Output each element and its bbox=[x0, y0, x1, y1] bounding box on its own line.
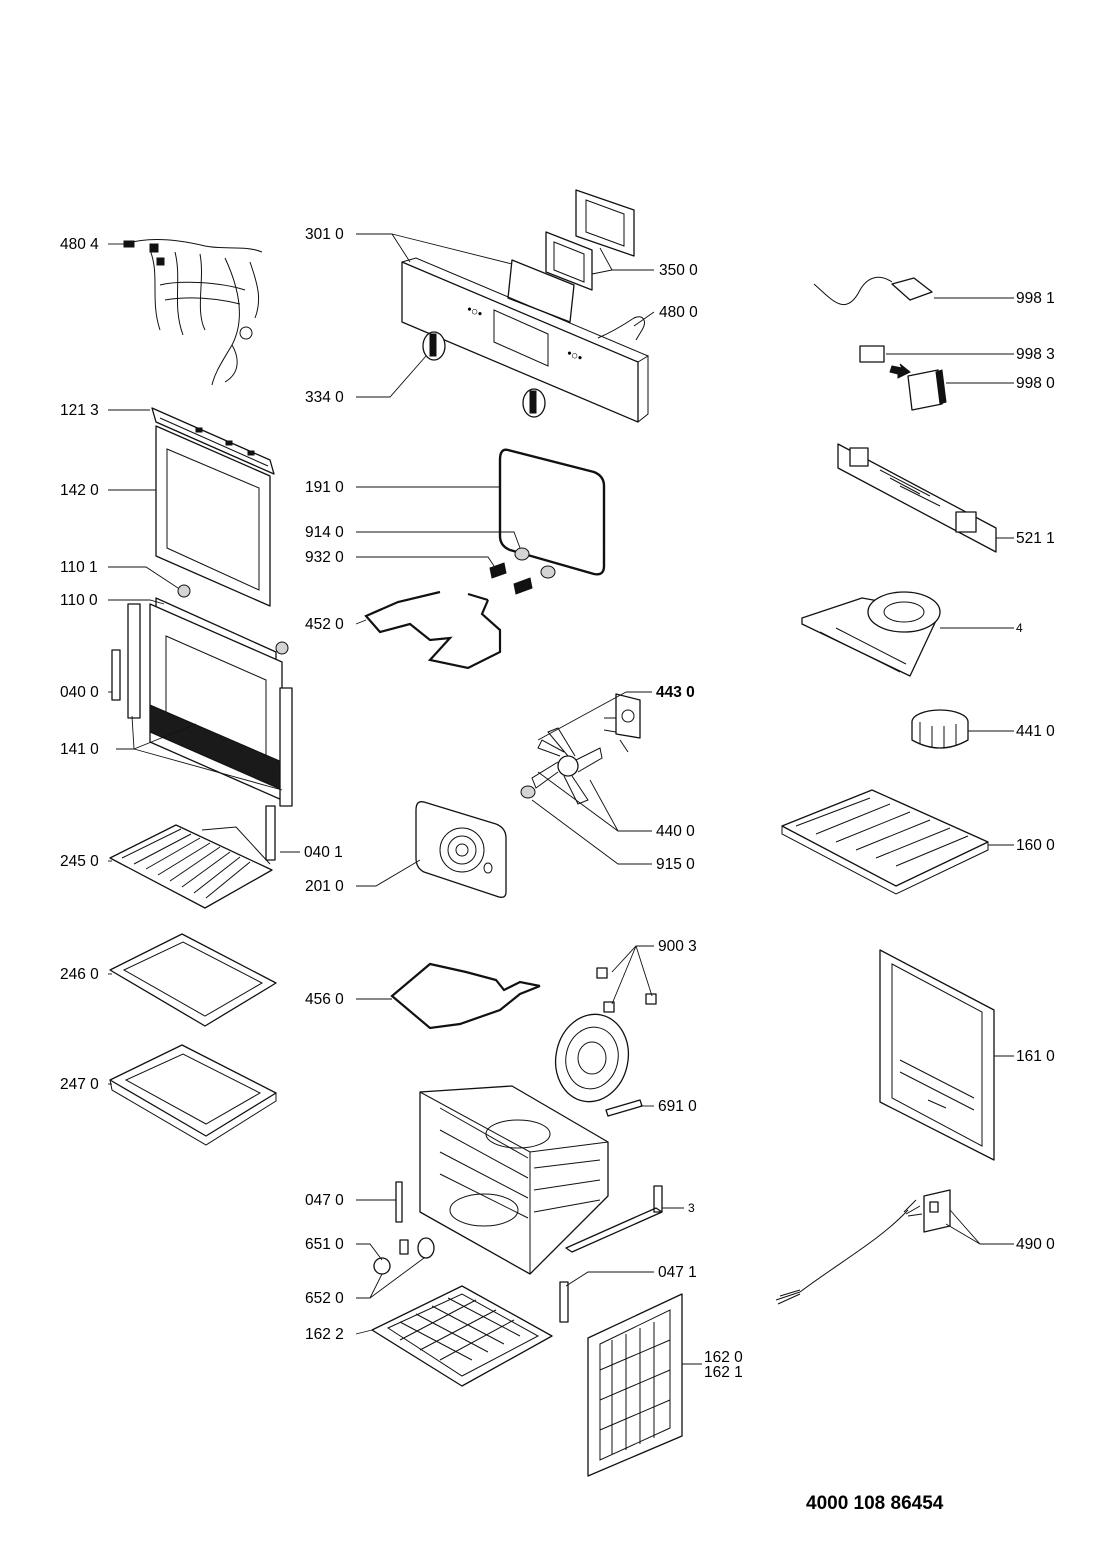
wire-rack-part bbox=[109, 824, 273, 909]
label-301-0: 301 0 bbox=[305, 226, 344, 243]
oven-top-panel-part bbox=[781, 789, 989, 895]
document-number: 4000 108 86454 bbox=[806, 1493, 944, 1514]
oven-cavity-part bbox=[419, 1085, 609, 1275]
oven-side-panel-part bbox=[587, 1293, 683, 1477]
hinge-bush-part-right bbox=[275, 641, 289, 655]
baking-tray-flat-part bbox=[109, 933, 277, 1027]
label-350-0: 350 0 bbox=[659, 262, 698, 279]
svg-text:•○•: •○• bbox=[565, 346, 585, 365]
label-490-0: 490 0 bbox=[1016, 1236, 1055, 1253]
lamp-cover-part-2 bbox=[540, 565, 556, 579]
rating-label-part bbox=[859, 345, 885, 363]
label-191-0: 191 0 bbox=[305, 479, 344, 496]
arrow-icon bbox=[889, 363, 911, 379]
oven-bottom-panel-part bbox=[371, 1285, 553, 1387]
lamp-cover-part bbox=[514, 547, 530, 561]
label-998-3: 998 3 bbox=[1016, 346, 1055, 363]
label-998-1: 998 1 bbox=[1016, 290, 1055, 307]
fan-cover-part bbox=[415, 801, 507, 898]
label-201-0: 201 0 bbox=[305, 878, 344, 895]
label-521-1: 521 1 bbox=[1016, 530, 1055, 547]
label-480-0: 480 0 bbox=[659, 304, 698, 321]
cooling-fan-part bbox=[911, 709, 969, 749]
label-440-0: 440 0 bbox=[656, 823, 695, 840]
wiring-harness-part bbox=[123, 239, 263, 386]
terminal-block-part bbox=[775, 1189, 951, 1305]
label-443-0: 443 0 bbox=[656, 684, 695, 701]
hinge-bush-part bbox=[177, 584, 191, 598]
label-161-0: 161 0 bbox=[1016, 1048, 1055, 1065]
power-cord-part bbox=[813, 276, 933, 305]
telescopic-rail-part bbox=[565, 1185, 663, 1253]
label-480-4: 480 4 bbox=[60, 236, 99, 253]
upper-heating-element-part bbox=[364, 590, 502, 670]
label-047-1: 047 1 bbox=[658, 1264, 697, 1281]
label-932-0: 932 0 bbox=[305, 549, 344, 566]
label-162-2: 162 2 bbox=[305, 1326, 344, 1343]
baking-tray-deep-part bbox=[109, 1044, 277, 1146]
label-914-0: 914 0 bbox=[305, 524, 344, 541]
label-441-0: 441 0 bbox=[1016, 723, 1055, 740]
control-board-part bbox=[837, 443, 997, 553]
label-652-0: 652 0 bbox=[305, 1290, 344, 1307]
label-900-3: 900 3 bbox=[658, 938, 697, 955]
label-247-0: 247 0 bbox=[60, 1076, 99, 1093]
label-040-0: 040 0 bbox=[60, 684, 99, 701]
label-452-0: 452 0 bbox=[305, 616, 344, 633]
leader-lines bbox=[108, 233, 1014, 1365]
electronic-module-part bbox=[907, 369, 947, 411]
part-number-labels: 480 4 301 0 350 0 480 0 998 1 998 3 998 … bbox=[60, 226, 1055, 1514]
fan-shaft-part bbox=[605, 1099, 643, 1117]
label-110-0: 110 0 bbox=[60, 592, 98, 609]
label-142-0: 142 0 bbox=[60, 482, 99, 499]
label-162-1: 162 1 bbox=[704, 1364, 743, 1381]
temperature-sensor-part-2 bbox=[559, 1281, 569, 1323]
door-glass-part bbox=[155, 425, 271, 607]
door-hinge-left-part bbox=[111, 649, 121, 701]
fan-nut-part bbox=[520, 785, 536, 799]
label-110-1: 110 1 bbox=[60, 559, 98, 576]
oven-door-seal-part bbox=[498, 448, 606, 576]
lower-heating-element-part bbox=[390, 962, 541, 1030]
oven-back-panel-part bbox=[879, 949, 995, 1161]
label-162-0: 162 0 bbox=[704, 1349, 743, 1366]
label-334-0: 334 0 bbox=[305, 389, 344, 406]
temperature-sensor-part bbox=[395, 1181, 403, 1223]
label-915-0: 915 0 bbox=[656, 856, 695, 873]
rear-fan-plate-part bbox=[554, 1013, 630, 1103]
door-top-profile-part bbox=[151, 407, 275, 475]
shelf-clip-part bbox=[596, 967, 657, 1013]
label-246-0: 246 0 bbox=[60, 966, 99, 983]
door-frame-part bbox=[127, 603, 293, 807]
fan-blade-part bbox=[531, 727, 603, 805]
oven-lamp-part bbox=[373, 1237, 435, 1275]
label-691-0: 691 0 bbox=[658, 1098, 697, 1115]
label-040-1: 040 1 bbox=[304, 844, 343, 861]
label-047-0: 047 0 bbox=[305, 1192, 344, 1209]
terminal-connector-part-2 bbox=[513, 577, 533, 595]
label-121-3: 121 3 bbox=[60, 402, 99, 419]
label-4: 4 bbox=[1016, 621, 1023, 635]
cooling-fan-housing-part bbox=[801, 591, 941, 677]
label-245-0: 245 0 bbox=[60, 853, 99, 870]
label-141-0: 141 0 bbox=[60, 741, 99, 758]
svg-text:•○•: •○• bbox=[465, 302, 485, 321]
fan-motor-part bbox=[603, 693, 641, 753]
label-3: 3 bbox=[688, 1201, 695, 1215]
control-bracket-part bbox=[545, 189, 635, 291]
label-998-0: 998 0 bbox=[1016, 375, 1055, 392]
display-cable-part bbox=[597, 316, 645, 341]
label-160-0: 160 0 bbox=[1016, 837, 1055, 854]
door-hinge-right-part bbox=[265, 805, 276, 861]
terminal-connector-part bbox=[489, 562, 507, 579]
label-456-0: 456 0 bbox=[305, 991, 344, 1008]
control-panel-part: •○• •○• bbox=[401, 257, 650, 423]
label-651-0: 651 0 bbox=[305, 1236, 344, 1253]
display-frame-part bbox=[507, 259, 575, 323]
control-knob-part bbox=[422, 331, 546, 418]
